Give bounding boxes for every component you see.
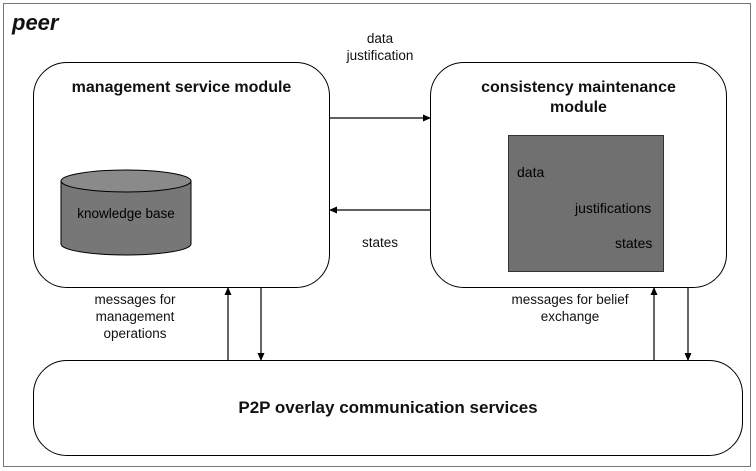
consistency-store [508, 135, 664, 272]
store-item-justifications: justifications [575, 200, 652, 216]
belief-messages-line1: messages for belief [511, 292, 629, 307]
p2p-title: P2P overlay communication services [238, 398, 538, 417]
p2p-overlay-communication-services [33, 360, 743, 456]
store-item-states: states [615, 235, 653, 251]
knowledge-base-label: knowledge base [77, 206, 175, 221]
consistency-module-title-line2: module [550, 99, 607, 116]
data-label: data [366, 31, 394, 46]
knowledge-base-cylinder-icon [60, 169, 192, 256]
management-messages-line3: operations [103, 326, 167, 341]
justification-label: justification [346, 48, 414, 63]
belief-messages-line2: exchange [540, 309, 600, 324]
management-messages-line2: management [95, 309, 175, 324]
peer-label: peer [12, 10, 59, 35]
peer-frame [3, 3, 751, 467]
consistency-module-title-line1: consistency maintenance [481, 79, 676, 96]
management-messages-line1: messages for [94, 292, 176, 307]
states-label: states [361, 235, 399, 250]
store-item-data: data [517, 164, 545, 180]
management-module-title: management service module [71, 79, 292, 96]
